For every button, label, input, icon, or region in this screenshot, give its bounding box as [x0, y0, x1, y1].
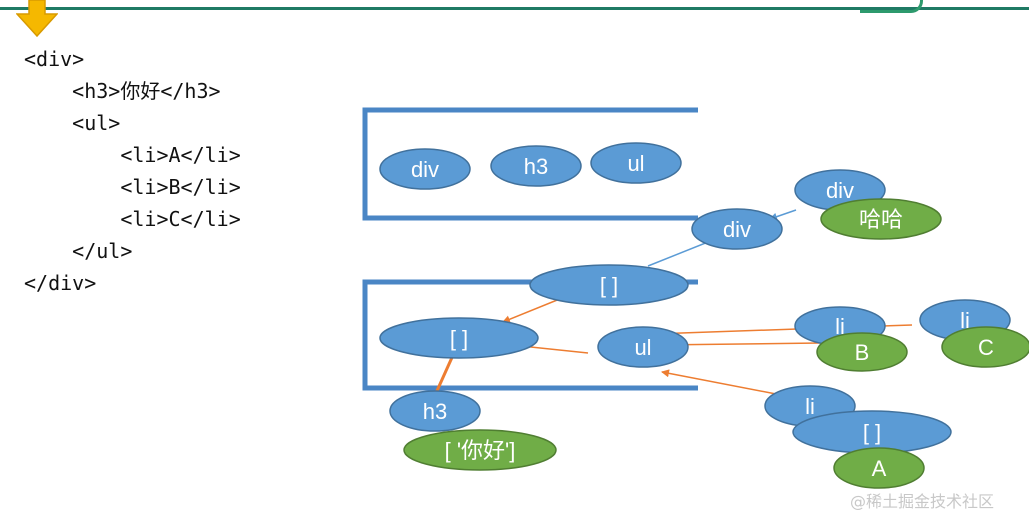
- svg-text:C: C: [978, 335, 994, 360]
- svg-text:[ ]: [ ]: [450, 326, 468, 351]
- code-line: <h3>你好</h3>: [24, 79, 221, 103]
- node-nihao: [ '你好']: [403, 429, 557, 471]
- svg-text:li: li: [835, 314, 845, 339]
- svg-text:B: B: [855, 340, 870, 365]
- arrow: [661, 369, 777, 395]
- code-line: <ul>: [24, 111, 121, 135]
- top-corner-hook: [860, 0, 923, 13]
- node-b: B: [816, 332, 908, 372]
- code-line: <div>: [24, 47, 85, 71]
- node-array-a: [ ]: [792, 410, 952, 454]
- top-rule: [0, 7, 1029, 10]
- node-array-left: [ ]: [379, 317, 539, 359]
- svg-text:[ ]: [ ]: [863, 420, 881, 445]
- svg-text:[ '你好']: [ '你好']: [445, 438, 516, 463]
- code-block: <div> <h3>你好</h3> <ul> <li>A</li> <li>B<…: [24, 43, 241, 299]
- code-line: <li>B</li>: [24, 175, 241, 199]
- code-line: </ul>: [24, 239, 133, 263]
- svg-text:li: li: [960, 308, 970, 333]
- top-bracket: [362, 107, 698, 221]
- node-div-top: div: [379, 148, 471, 190]
- code-line: </div>: [24, 271, 97, 295]
- down-arrow-icon: [16, 0, 58, 38]
- code-line: <li>C</li>: [24, 207, 241, 231]
- svg-text:[ ]: [ ]: [600, 273, 618, 298]
- code-line: <li>A</li>: [24, 143, 241, 167]
- svg-text:h3: h3: [524, 154, 548, 179]
- svg-text:h3: h3: [423, 399, 447, 424]
- node-ul-mid: ul: [597, 326, 689, 368]
- node-div-mid: div: [691, 208, 783, 250]
- svg-text:哈哈: 哈哈: [859, 207, 903, 232]
- svg-text:ul: ul: [634, 335, 651, 360]
- node-h3-top: h3: [490, 145, 582, 187]
- watermark: @稀土掘金技术社区: [850, 492, 995, 511]
- node-array-main: [ ]: [529, 264, 689, 306]
- svg-text:ul: ul: [627, 151, 644, 176]
- svg-text:div: div: [826, 178, 854, 203]
- node-h3-bottom: h3: [389, 390, 481, 432]
- node-c: C: [941, 326, 1029, 368]
- node-haha: 哈哈: [820, 198, 942, 240]
- svg-text:A: A: [872, 456, 887, 481]
- svg-text:div: div: [723, 217, 751, 242]
- svg-text:li: li: [805, 394, 815, 419]
- node-ul-top: ul: [590, 142, 682, 184]
- svg-text:div: div: [411, 157, 439, 182]
- node-a: A: [833, 447, 925, 489]
